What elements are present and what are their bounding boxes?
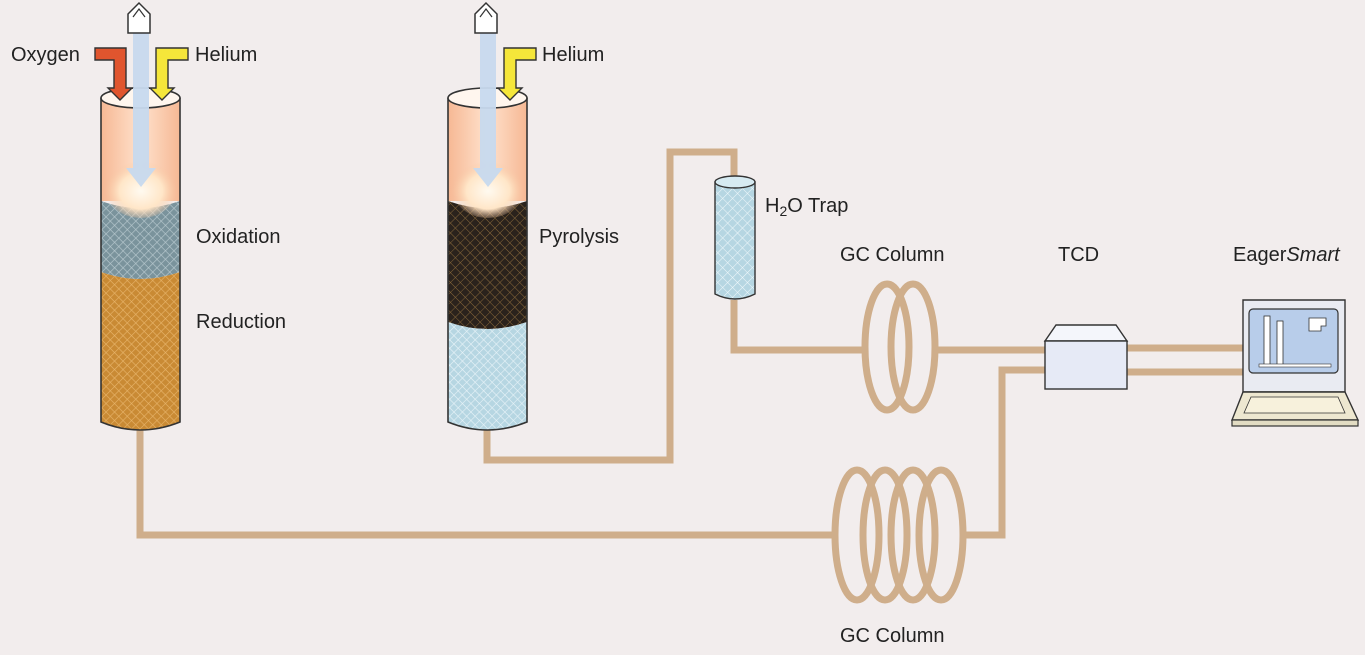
helium-inlet-arrow-left [148,47,189,101]
eagersmart-label-plain: Eager [1233,244,1287,266]
h2o-trap-label-sub: 2 [779,203,788,219]
tube-gc-to-tcd [965,366,1045,539]
h2o-trap [714,175,756,300]
helium-label-left: Helium [195,44,258,66]
h2o-trap-label: H2O Trap [765,195,849,219]
h2o-trap-label-pre: H [765,195,780,217]
helium-inlet-arrow-middle [496,47,537,101]
tube-combustion-to-gc [136,430,838,539]
gc-column-top-label: GC Column [840,244,945,266]
sample-inlet-arrow-middle [473,32,503,187]
tcd-detector [1043,324,1129,390]
tube-pyrolysis-to-trap [483,148,738,464]
oxygen-label: Oxygen [11,44,80,66]
computer-workstation [1230,299,1360,427]
eagersmart-label-italic: Smart [1286,244,1340,266]
eagersmart-label: EagerSmart [1233,245,1340,265]
pyrolysis-label: Pyrolysis [539,226,620,248]
gc-column-bottom-coil [831,466,967,604]
gc-column-bottom-label: GC Column [840,625,945,647]
reduction-label: Reduction [196,311,287,333]
helium-label-middle: Helium [542,44,605,66]
oxygen-inlet-arrow [94,47,134,101]
tube-tcd-to-pc [1127,344,1243,376]
sample-inlet-arrow-left [126,32,156,187]
h2o-trap-label-post: O Trap [787,195,849,217]
tube-trap-to-gc [730,300,866,354]
tcd-label: TCD [1058,244,1100,266]
gc-column-top-coil [861,280,939,414]
sample-capsule-icon-left [127,1,151,34]
oxidation-label: Oxidation [196,226,281,248]
gas-tubing [136,148,1243,539]
sample-capsule-icon-middle [474,1,498,34]
